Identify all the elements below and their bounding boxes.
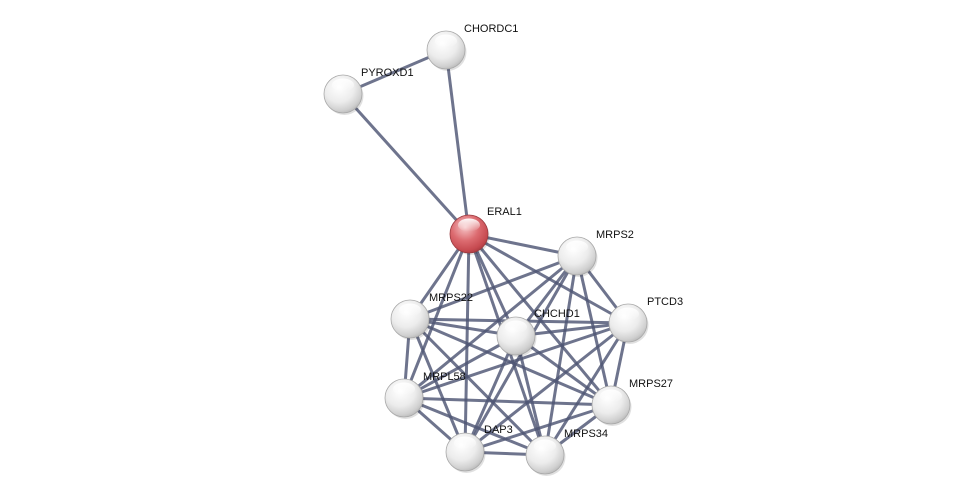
- edge-ptcd3-dap3: [463, 321, 630, 454]
- node-mrps22[interactable]: MRPS22: [390, 292, 473, 340]
- node-mrps2[interactable]: MRPS2: [557, 229, 634, 277]
- node-highlight: [399, 303, 421, 317]
- node-highlight: [435, 34, 457, 48]
- edge-ptcd3-mrps34: [543, 321, 630, 457]
- node-label-mrps34: MRPS34: [564, 428, 608, 440]
- node-mrpl58[interactable]: MRPL58: [384, 371, 466, 419]
- node-chordc1[interactable]: CHORDC1: [426, 23, 518, 71]
- edge-mrpl58-mrps27: [402, 396, 613, 407]
- edge-ptcd3-mrpl58: [402, 321, 630, 400]
- node-mrps34[interactable]: MRPS34: [525, 428, 608, 476]
- node-eral1[interactable]: ERAL1: [449, 206, 522, 255]
- edge-eral1-mrpl58: [402, 232, 471, 400]
- edge-chchd1-mrps34: [514, 334, 547, 457]
- edge-chordc1-eral1: [444, 48, 471, 236]
- node-chchd1[interactable]: CHCHD1: [496, 308, 580, 357]
- node-pyroxd1[interactable]: PYROXD1: [323, 67, 414, 115]
- node-label-pyroxd1: PYROXD1: [361, 67, 414, 79]
- edge-chchd1-mrpl58: [402, 334, 518, 400]
- node-label-mrps22: MRPS22: [429, 292, 473, 304]
- node-highlight: [566, 240, 588, 254]
- node-highlight: [617, 307, 639, 321]
- node-highlight: [393, 382, 415, 396]
- node-highlight: [505, 320, 527, 334]
- edge-chchd1-mrps27: [514, 334, 613, 407]
- edge-mrps2-mrps34: [543, 254, 579, 457]
- node-highlight: [332, 78, 354, 92]
- node-label-chchd1: CHCHD1: [534, 308, 580, 320]
- edge-pyroxd1-eral1: [341, 92, 471, 236]
- node-mrps27[interactable]: MRPS27: [591, 378, 673, 426]
- node-label-mrps2: MRPS2: [596, 229, 634, 241]
- node-highlight: [458, 218, 480, 232]
- node-label-ptcd3: PTCD3: [647, 296, 683, 308]
- edge-mrps2-mrps27: [575, 254, 613, 407]
- node-highlight: [600, 389, 622, 403]
- node-label-mrpl58: MRPL58: [423, 371, 466, 383]
- node-label-chordc1: CHORDC1: [464, 23, 518, 35]
- node-dap3[interactable]: DAP3: [445, 424, 513, 473]
- node-label-mrps27: MRPS27: [629, 378, 673, 390]
- node-highlight: [534, 439, 556, 453]
- edge-chchd1-dap3: [463, 334, 518, 454]
- node-ptcd3[interactable]: PTCD3: [608, 296, 683, 344]
- node-label-dap3: DAP3: [484, 424, 513, 436]
- edge-mrps27-dap3: [463, 403, 613, 454]
- node-highlight: [454, 436, 476, 450]
- edge-mrpl58-mrps34: [402, 396, 547, 457]
- node-label-eral1: ERAL1: [487, 206, 522, 218]
- edge-mrps2-mrps22: [408, 254, 579, 321]
